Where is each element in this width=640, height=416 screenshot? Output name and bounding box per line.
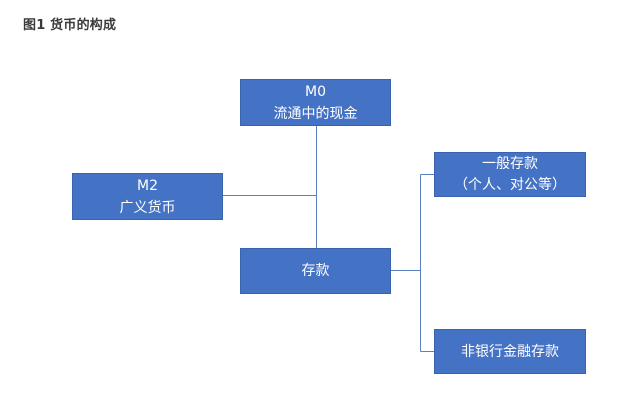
node-m2-desc: 广义货币 <box>119 199 176 216</box>
node-general-deposits: 一般存款 （个人、对公等） <box>434 152 586 197</box>
node-general-deposits-title: 一般存款 <box>482 155 538 172</box>
node-non-bank-deposits: 非银行金融存款 <box>434 329 586 374</box>
node-m2: M2 广义货币 <box>72 173 223 220</box>
node-m0-desc: 流通中的现金 <box>273 105 358 122</box>
node-deposits: 存款 <box>240 248 391 294</box>
node-m2-code: M2 <box>137 177 158 194</box>
node-deposits-label: 存款 <box>301 263 330 279</box>
node-general-deposits-sub: （个人、对公等） <box>454 176 566 193</box>
figure-caption: 图1 货币的构成 <box>23 18 117 33</box>
node-m0-code: M0 <box>305 83 326 100</box>
node-non-bank-deposits-label: 非银行金融存款 <box>461 343 559 360</box>
node-m0: M0 流通中的现金 <box>240 79 391 126</box>
